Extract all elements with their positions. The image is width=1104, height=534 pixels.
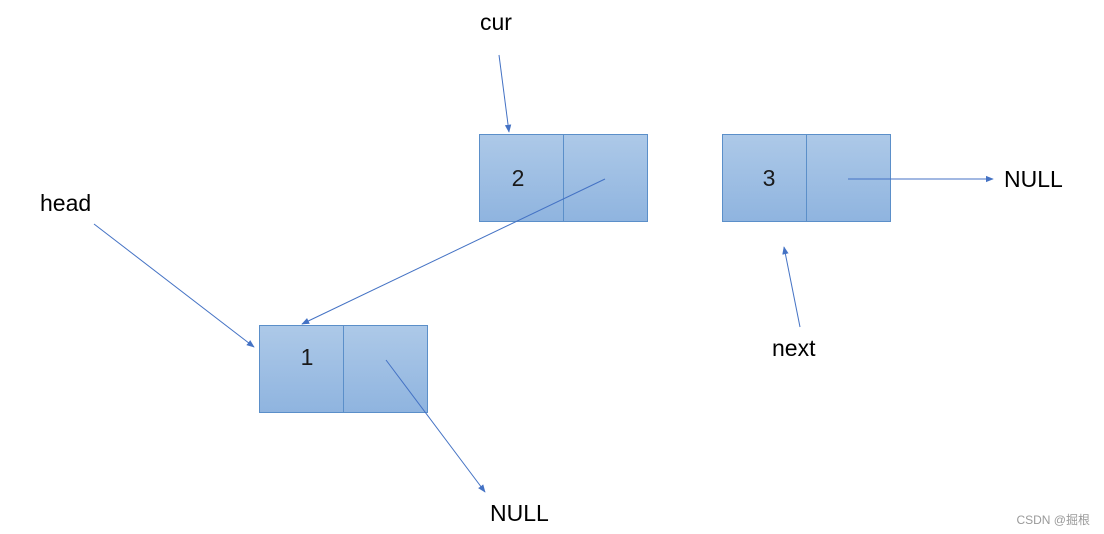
list-node-1: 1: [259, 325, 428, 413]
node-3-value: 3: [763, 165, 776, 191]
cur-label: cur: [480, 9, 512, 35]
head-pointer-arrow: [93, 223, 255, 348]
list-node-3: 3: [722, 134, 891, 222]
csdn-watermark: CSDN @掘根: [1016, 512, 1090, 527]
null-label-node-3: NULL: [1004, 166, 1063, 192]
node-2-next-arrow: [301, 178, 606, 325]
list-node-2: 2: [479, 134, 648, 222]
node-1-value: 1: [301, 344, 314, 370]
node-1-next-null-arrow: [385, 359, 486, 493]
next-label: next: [772, 335, 816, 361]
node-2-value: 2: [512, 165, 525, 191]
head-label: head: [40, 190, 91, 216]
null-label-node-1: NULL: [490, 500, 549, 526]
cur-pointer-arrow: [498, 54, 512, 133]
next-pointer-arrow: [782, 246, 801, 328]
